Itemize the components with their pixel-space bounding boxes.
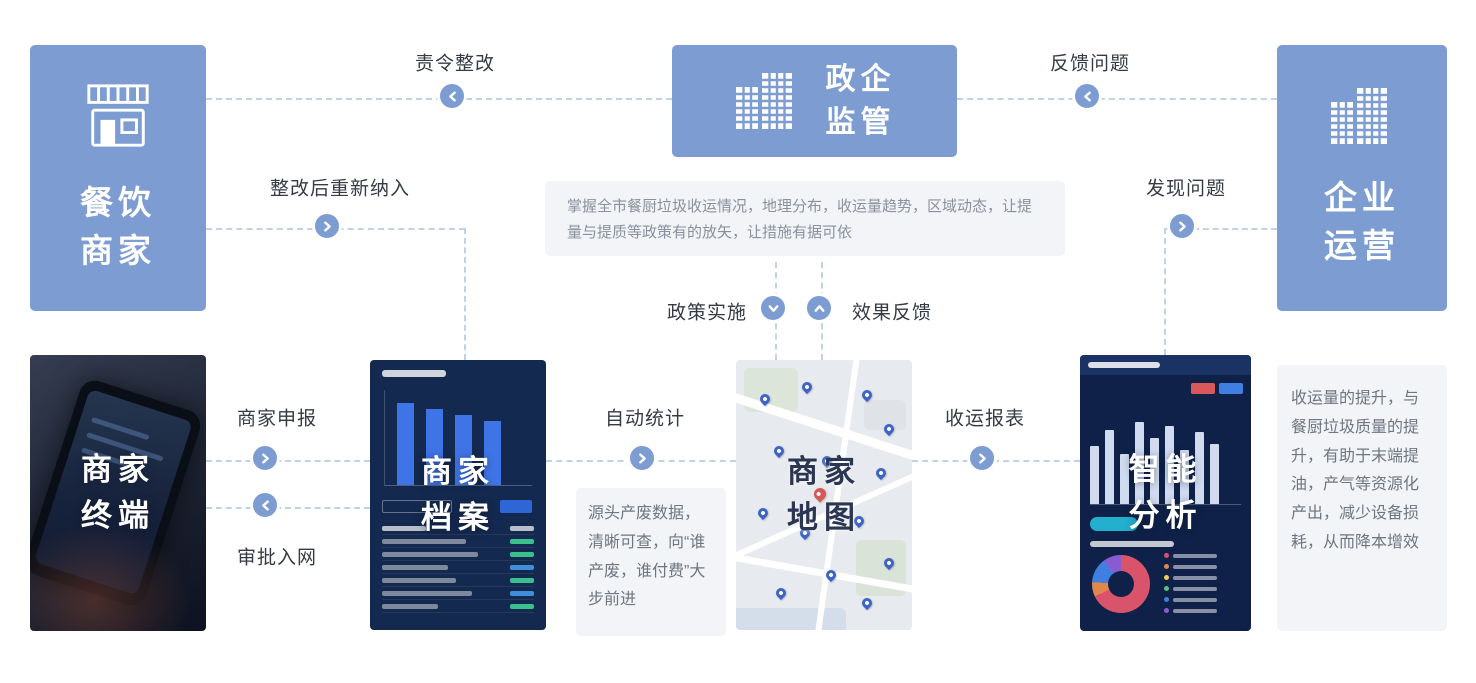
chevron-left-icon bbox=[1083, 91, 1091, 101]
cyan-button-thumbnail bbox=[1090, 517, 1138, 531]
edge-label-reinclude: 整改后重新纳入 bbox=[269, 178, 411, 200]
connector-terminal-archive-approve bbox=[206, 507, 370, 509]
panel-merchant-map: 商家 地图 bbox=[736, 360, 912, 630]
panel-label-line1: 商家 bbox=[421, 453, 495, 489]
edge-label-policy-implementation: 政策实施 bbox=[666, 302, 748, 324]
node-enterprise-operation: 企业 运营 bbox=[1277, 45, 1447, 311]
panel-intelligent-analysis: 智能 分析 bbox=[1080, 355, 1251, 631]
note-analysis: 收运量的提升，与餐厨垃圾质量的提升，有助于末端提油，产气等资源化产出，减少设备损… bbox=[1277, 365, 1447, 631]
arrow-auto-statistics bbox=[627, 443, 657, 473]
arrow-feedback-issues bbox=[1072, 81, 1102, 111]
dashboard-header-bar bbox=[1080, 355, 1251, 375]
table-thumbnail bbox=[382, 522, 534, 613]
arrow-effect-feedback bbox=[804, 293, 834, 323]
arrow-approval-network bbox=[250, 490, 280, 520]
node-label: 政企 监管 bbox=[826, 58, 896, 145]
node-label-line1: 政企 bbox=[825, 62, 896, 96]
bar-chart-thumbnail bbox=[1090, 413, 1241, 505]
arrow-merchant-declaration bbox=[250, 443, 280, 473]
arrow-order-rectification bbox=[437, 81, 467, 111]
chevron-right-icon bbox=[323, 221, 331, 231]
edge-label-order-rectification: 责令整改 bbox=[414, 53, 496, 75]
node-label: 企业 运营 bbox=[1324, 174, 1400, 270]
arrow-collection-report bbox=[967, 443, 997, 473]
node-label-line1: 餐饮 bbox=[80, 184, 156, 222]
donut-chart-thumbnail bbox=[1092, 555, 1150, 613]
arrow-reinclude bbox=[312, 211, 342, 241]
edge-label-approval-network: 审批入网 bbox=[236, 547, 318, 569]
button-thumbnail bbox=[500, 500, 532, 513]
edge-label-effect-feedback: 效果反馈 bbox=[851, 302, 933, 324]
panel-label-line1: 智能 bbox=[1128, 451, 1203, 487]
node-government-supervision: 政企 监管 bbox=[672, 45, 957, 157]
node-label-line2: 商家 bbox=[80, 232, 156, 269]
connector-supervision-enterprise bbox=[957, 98, 1277, 100]
chevron-right-icon bbox=[1178, 221, 1186, 231]
note-supervision-description: 掌握全市餐厨垃圾收运情况，地理分布，收运量趋势，区域动态，让提量与提质等政策有的… bbox=[545, 181, 1065, 256]
connector-restaurant-archive-v bbox=[464, 228, 466, 360]
panel-label-line2: 分析 bbox=[1128, 498, 1203, 533]
node-label-line2: 监管 bbox=[825, 106, 896, 139]
panel-label-line2: 档案 bbox=[421, 500, 495, 535]
connector-terminal-archive-declare bbox=[206, 460, 370, 462]
chevron-right-icon bbox=[638, 453, 646, 463]
storefront-icon bbox=[87, 84, 149, 147]
panel-label-line1: 商家 bbox=[81, 451, 155, 487]
panel-label-map: 商家 地图 bbox=[736, 360, 912, 630]
dashboard-title-bar bbox=[382, 370, 446, 377]
node-label-line1: 企业 bbox=[1324, 179, 1400, 217]
edge-label-discover-issues: 发现问题 bbox=[1145, 178, 1227, 200]
chip-blue bbox=[1219, 383, 1243, 394]
edge-label-auto-statistics: 自动统计 bbox=[604, 408, 686, 430]
chevron-left-icon bbox=[448, 91, 456, 101]
search-box-thumbnail bbox=[382, 500, 452, 513]
section-title-bar bbox=[1090, 541, 1174, 547]
connector-analysis-enterprise-v bbox=[1164, 228, 1166, 355]
panel-label-line2: 终端 bbox=[81, 498, 155, 533]
buildings-icon bbox=[1331, 88, 1387, 145]
panel-merchant-archive: 商家 档案 bbox=[370, 360, 546, 630]
chevron-down-icon bbox=[768, 304, 778, 312]
chevron-right-icon bbox=[261, 453, 269, 463]
connector-analysis-enterprise-h bbox=[1164, 228, 1277, 230]
note-archive: 源头产废数据，清晰可查，向“谁产废，谁付费”大步前进 bbox=[576, 488, 726, 636]
panel-label-terminal: 商家 终端 bbox=[30, 355, 206, 631]
photo-warm-glow bbox=[30, 525, 190, 631]
legend-thumbnail bbox=[1164, 553, 1243, 613]
arrow-policy-implementation bbox=[758, 293, 788, 323]
panel-merchant-terminal: 商家 终端 bbox=[30, 355, 206, 631]
arrow-discover-issues bbox=[1167, 211, 1197, 241]
chevron-left-icon bbox=[261, 500, 269, 510]
edge-label-merchant-declaration: 商家申报 bbox=[236, 408, 318, 430]
panel-label-archive: 商家 档案 bbox=[370, 360, 546, 630]
buildings-icon bbox=[735, 73, 792, 129]
chip-red bbox=[1191, 383, 1215, 394]
bar-chart-thumbnail bbox=[384, 390, 532, 486]
panel-label-line1: 商家 bbox=[787, 453, 861, 489]
panel-label-analysis: 智能 分析 bbox=[1080, 355, 1251, 631]
chevron-right-icon bbox=[978, 453, 986, 463]
node-restaurant-merchant: 餐饮 商家 bbox=[30, 45, 206, 311]
node-label-line2: 运营 bbox=[1324, 227, 1400, 264]
panel-label-line2: 地图 bbox=[787, 500, 861, 535]
edge-label-collection-report: 收运报表 bbox=[944, 408, 1026, 430]
node-label: 餐饮 商家 bbox=[80, 179, 156, 275]
edge-label-feedback-issues: 反馈问题 bbox=[1049, 53, 1131, 75]
chevron-up-icon bbox=[814, 304, 824, 312]
